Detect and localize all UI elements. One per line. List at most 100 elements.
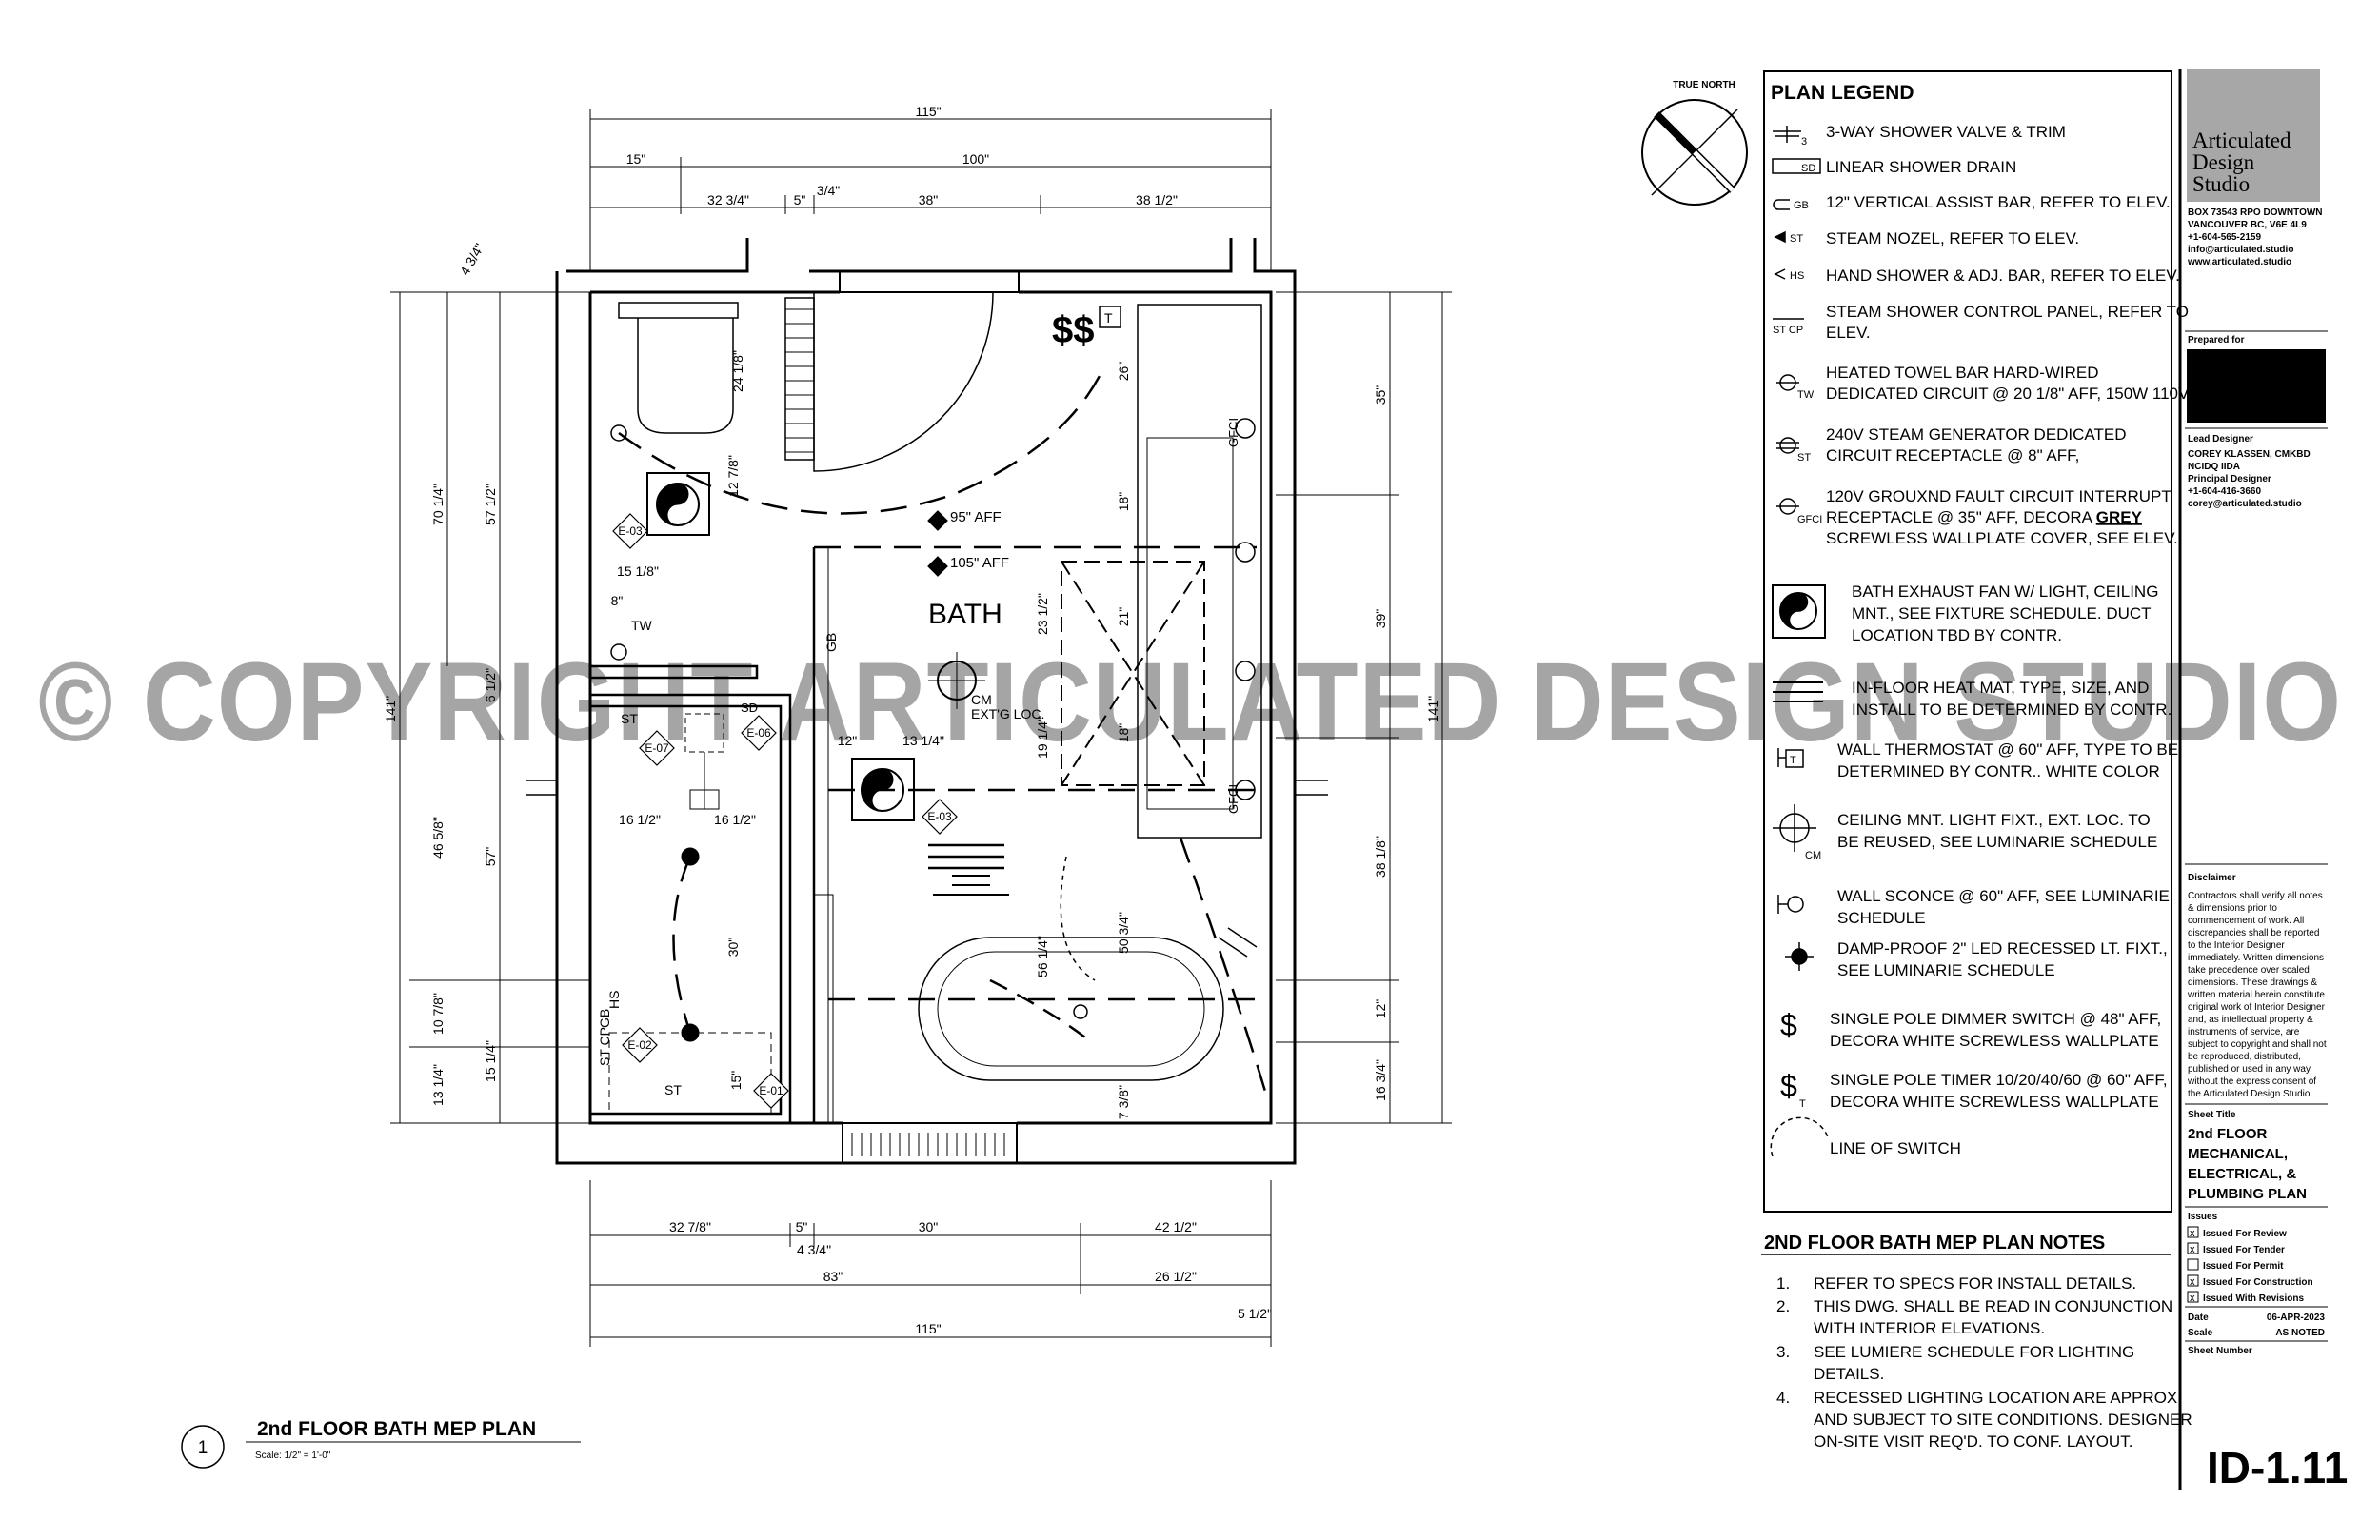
svg-text:published or used in any way: published or used in any way — [2188, 1064, 2311, 1075]
tag-e01: E-01 — [759, 1084, 783, 1097]
exhaust-fan-icon — [851, 758, 915, 821]
svg-text:Scale: Scale — [2188, 1328, 2213, 1338]
svg-text:+1-604-416-3660: +1-604-416-3660 — [2188, 486, 2261, 497]
svg-text:CIRCUIT RECEPTACLE @ 8" AFF,: CIRCUIT RECEPTACLE @ 8" AFF, — [1826, 446, 2079, 464]
toilet-bowl — [637, 318, 734, 434]
svg-text:dimensions. These drawings &: dimensions. These drawings & — [2188, 977, 2317, 988]
tag-e07: E-07 — [645, 741, 669, 755]
svg-text:take precedence over scaled: take precedence over scaled — [2188, 965, 2310, 976]
svg-text:SEE LUMIERE SCHEDULE FOR LIGHT: SEE LUMIERE SCHEDULE FOR LIGHTING — [1814, 1343, 2134, 1361]
svg-text:info@articulated.studio: info@articulated.studio — [2188, 245, 2293, 255]
window-top — [839, 270, 1020, 293]
svg-text:83": 83" — [823, 1269, 843, 1284]
issue-date: 06-APR-2023 — [2267, 1313, 2326, 1323]
svg-text:Issued With Revisions: Issued With Revisions — [2203, 1293, 2304, 1304]
svg-text:5": 5" — [796, 1219, 808, 1234]
svg-text:Issued For Tender: Issued For Tender — [2203, 1245, 2285, 1255]
svg-text:Sheet Number: Sheet Number — [2188, 1346, 2252, 1356]
svg-text:Sheet Title: Sheet Title — [2188, 1110, 2236, 1120]
legend-symbol-cm: CM — [1805, 850, 1821, 861]
issue-checkbox[interactable] — [2187, 1291, 2199, 1303]
dimmer-switch-icon: $$ — [1052, 309, 1095, 351]
svg-text:141": 141" — [383, 696, 398, 722]
svg-text:30": 30" — [725, 938, 741, 958]
svg-text:WITH INTERIOR ELEVATIONS.: WITH INTERIOR ELEVATIONS. — [1814, 1319, 2045, 1337]
svg-text:115": 115" — [915, 104, 941, 119]
svg-text:39": 39" — [1373, 609, 1388, 629]
window-bottom — [842, 1122, 1018, 1164]
assist-bar-icon — [1773, 199, 1790, 210]
drawing-scale: Scale: 1/2" = 1'-0" — [255, 1451, 331, 1461]
hs-label: HS — [606, 991, 622, 1009]
st-label: ST — [664, 1082, 682, 1097]
svg-text:ELEV.: ELEV. — [1826, 324, 1871, 342]
legend-symbol-gb: GB — [1794, 200, 1809, 211]
shower-valve-icon — [1773, 126, 1801, 143]
svg-text:INSTALL TO BE DETERMINED BY CO: INSTALL TO BE DETERMINED BY CONTR. — [1852, 701, 2172, 719]
svg-text:be reproduced, distributed,: be reproduced, distributed, — [2188, 1052, 2301, 1062]
legend-symbol-3: 3 — [1801, 136, 1807, 148]
room-label: BATH — [928, 599, 1002, 630]
svg-text:16 1/2": 16 1/2" — [714, 812, 756, 827]
svg-text:32 3/4": 32 3/4" — [707, 192, 749, 207]
svg-text:DETAILS.: DETAILS. — [1814, 1365, 1884, 1383]
sheet-number: ID-1.11 — [2207, 1443, 2348, 1492]
plan-labels: BATH 95" AFF 105" AFF CM EXT'G LOC. TW S… — [597, 309, 1240, 1097]
svg-text:NCIDQ IIDA: NCIDQ IIDA — [2188, 462, 2240, 472]
svg-text:x: x — [2190, 1276, 2195, 1288]
svg-text:VANCOUVER BC, V6E 4L9: VANCOUVER BC, V6E 4L9 — [2188, 220, 2307, 230]
exhaust-fan-icon — [646, 472, 710, 536]
svg-text:13 1/4": 13 1/4" — [902, 733, 944, 748]
stcp-label: ST CP — [597, 1027, 612, 1066]
svg-text:discrepancies shall be reporte: discrepancies shall be reported — [2188, 928, 2319, 938]
st-label: ST — [621, 711, 638, 726]
notes-title: 2ND FLOOR BATH MEP PLAN NOTES — [1764, 1233, 2105, 1254]
sd-label: SD — [741, 701, 758, 715]
tw-label: TW — [631, 618, 653, 633]
gb-label: GB — [597, 1009, 612, 1028]
dimension-labels: 115" 15" 100" 32 3/4" 5" 3/4" 38" 38 1/2… — [383, 104, 1440, 1336]
tag-e06: E-06 — [746, 726, 771, 740]
svg-text:AND SUBJECT TO SITE CONDITIONS: AND SUBJECT TO SITE CONDITIONS. DESIGNER — [1814, 1411, 2192, 1429]
sconce-icon — [610, 424, 627, 442]
svg-text:x: x — [2190, 1293, 2195, 1304]
issue-checkbox[interactable] — [2187, 1226, 2199, 1238]
issue-checkbox[interactable] — [2187, 1242, 2199, 1254]
drawing-number: 1 — [198, 1438, 208, 1458]
bathtub — [918, 937, 1224, 1081]
svg-text:WALL SCONCE @ 60" AFF, SEE LUM: WALL SCONCE @ 60" AFF, SEE LUMINARIE — [1837, 887, 2170, 905]
svg-text:4 3/4": 4 3/4" — [797, 1242, 831, 1257]
line-of-switch-icon — [1770, 1116, 1829, 1157]
svg-text:30": 30" — [919, 1219, 939, 1234]
issue-checkbox[interactable] — [2187, 1274, 2199, 1287]
client-redacted-block — [2187, 349, 2326, 423]
svg-text:13 1/4": 13 1/4" — [430, 1064, 446, 1106]
svg-text:WALL THERMOSTAT @ 60" AFF, TYP: WALL THERMOSTAT @ 60" AFF, TYPE TO BE — [1837, 740, 2178, 759]
svg-text:Issues: Issues — [2188, 1212, 2218, 1222]
svg-text:42 1/2": 42 1/2" — [1155, 1219, 1197, 1234]
title-block: Articulated Design Studio BOX 73543 RPO … — [2178, 69, 2348, 1492]
svg-text:BE REUSED, SEE LUMINARIE SCHED: BE REUSED, SEE LUMINARIE SCHEDULE — [1837, 833, 2157, 851]
svg-text:the Articulated Design Studio.: the Articulated Design Studio. — [2188, 1089, 2312, 1099]
svg-text:35": 35" — [1373, 385, 1388, 405]
aff-95-label: 95" AFF — [950, 509, 1002, 525]
legend-symbol-sd: SD — [1801, 163, 1815, 174]
svg-text:without the express consent of: without the express consent of — [2187, 1076, 2316, 1087]
svg-text:7 3/8": 7 3/8" — [1116, 1085, 1131, 1119]
svg-text:x: x — [2190, 1244, 2195, 1255]
svg-text:DAMP-PROOF 2" LED RECESSED LT.: DAMP-PROOF 2" LED RECESSED LT. FIXT., — [1837, 939, 2168, 958]
sconce-icon — [1235, 542, 1256, 563]
issue-checkbox[interactable] — [2187, 1258, 2199, 1271]
recessed-light-icon — [681, 847, 700, 866]
sconce-legend-icon — [1777, 895, 1788, 914]
sconce-icon — [1235, 661, 1256, 681]
svg-text:Lead Designer: Lead Designer — [2188, 434, 2253, 444]
toilet-tank — [618, 302, 739, 319]
svg-text:16 1/2": 16 1/2" — [619, 812, 661, 827]
svg-text:+1-604-565-2159: +1-604-565-2159 — [2188, 232, 2261, 243]
svg-text:16 3/4": 16 3/4" — [1373, 1059, 1388, 1101]
svg-text:141": 141" — [1425, 696, 1440, 722]
north-label: TRUE NORTH — [1673, 80, 1735, 90]
svg-text:24 1/8": 24 1/8" — [730, 350, 745, 392]
